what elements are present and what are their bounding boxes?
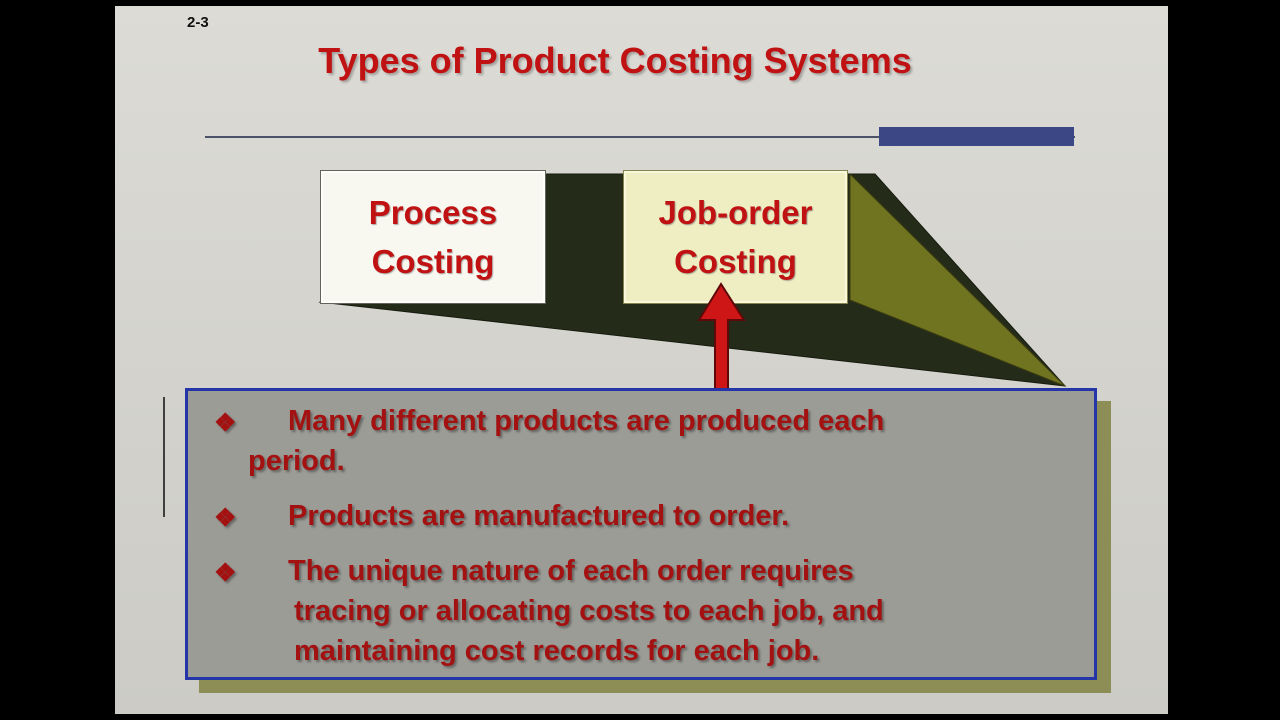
bullet-3-line-3: maintaining cost records for each job. bbox=[294, 635, 820, 667]
up-arrow-shape bbox=[697, 282, 746, 395]
bullet-1-line-2: period. bbox=[248, 445, 345, 477]
bullet-panel: ❖ Many different products are produced e… bbox=[185, 388, 1097, 680]
title-underline bbox=[205, 136, 1075, 138]
up-arrow bbox=[697, 282, 746, 395]
bullet-item-2: ❖ Products are manufactured to order. bbox=[188, 496, 1068, 536]
bullet-diamond-icon: ❖ bbox=[214, 409, 237, 437]
bullet-diamond-icon: ❖ bbox=[214, 559, 237, 587]
title-accent-bar bbox=[879, 127, 1074, 146]
bullet-2-line-1: Products are manufactured to order. bbox=[288, 500, 790, 532]
bullet-item-1: ❖ Many different products are produced e… bbox=[188, 401, 1068, 481]
process-box-label-line1: Process bbox=[368, 194, 498, 231]
bullet-1-line-1: Many different products are produced eac… bbox=[288, 405, 885, 437]
left-vertical-line bbox=[163, 397, 165, 517]
page-number: 2-3 bbox=[187, 14, 209, 31]
wedge-olive-face bbox=[849, 172, 1066, 387]
bullet-diamond-icon: ❖ bbox=[214, 504, 237, 532]
job-order-box-label-line2: Costing bbox=[674, 243, 797, 280]
slide: 2-3 Types of Product Costing Systems Pro… bbox=[115, 6, 1168, 714]
bullet-item-3: ❖ The unique nature of each order requir… bbox=[188, 551, 1068, 671]
bullet-3-line-1: The unique nature of each order requires bbox=[288, 555, 854, 587]
slide-title: Types of Product Costing Systems bbox=[318, 40, 912, 81]
process-box-label-line2: Costing bbox=[371, 243, 495, 280]
job-order-costing-box: Job-order Costing bbox=[623, 170, 848, 304]
process-costing-box: Process Costing bbox=[320, 170, 546, 304]
job-order-box-label-line1: Job-order bbox=[658, 194, 813, 231]
bullet-3-line-2: tracing or allocating costs to each job,… bbox=[294, 595, 884, 627]
